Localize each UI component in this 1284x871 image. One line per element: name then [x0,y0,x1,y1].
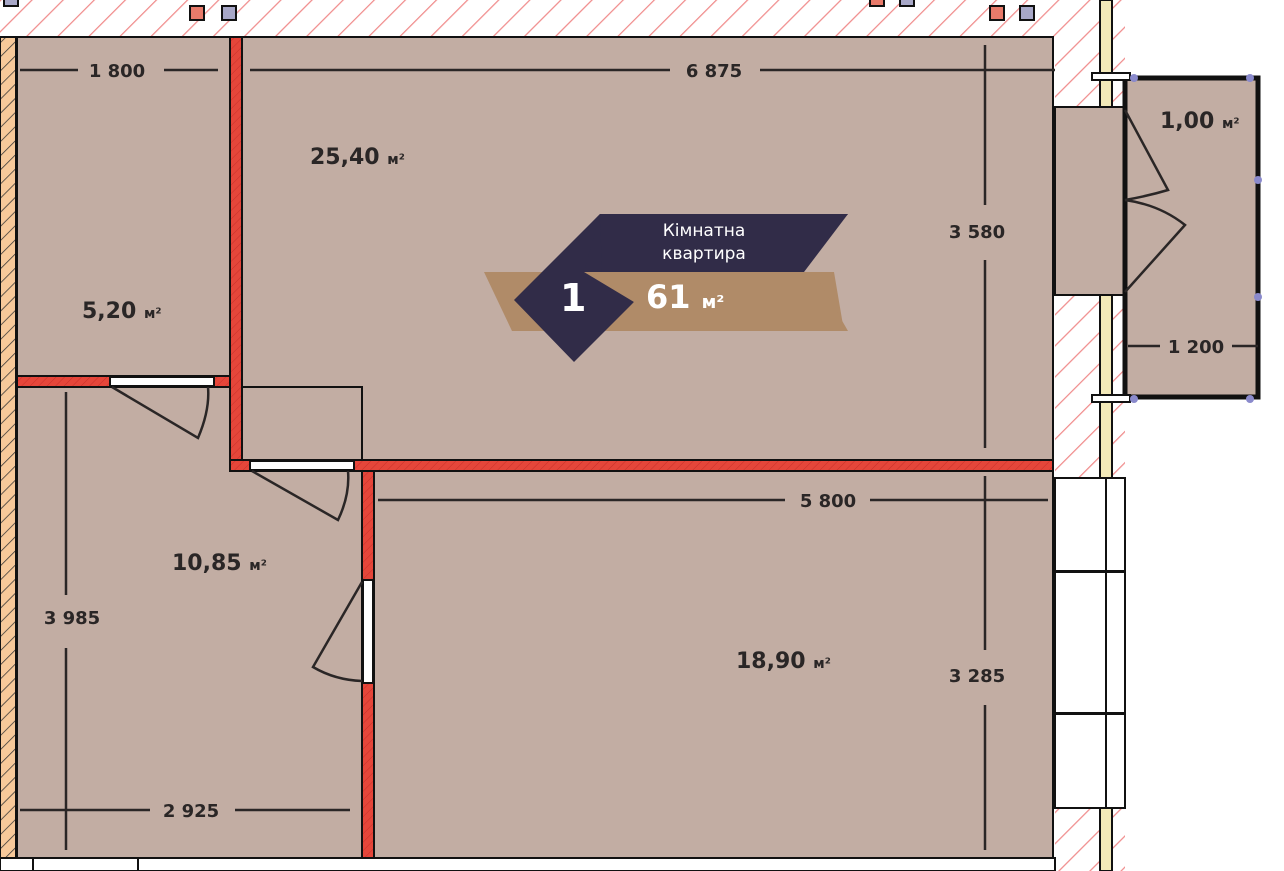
balcony-posts [1130,74,1262,403]
badge-total-area: 61 м² [646,278,725,316]
dim-3285: 3 285 [949,666,1005,687]
doors [109,376,374,684]
dim-1800: 1 800 [89,61,145,82]
dim-3985: 3 985 [44,608,100,629]
windows [1054,72,1131,809]
balcony-niche [1054,106,1126,296]
badge-room-count: 1 [560,276,587,320]
room-bedroom [373,469,1054,859]
area-storage: 5,20 м² [82,299,162,324]
dim-6875: 6 875 [686,61,742,82]
bottom-wall [0,857,1056,871]
badge-shapes [484,214,848,362]
room-storage [16,36,231,379]
area-bedroom: 18,90 м² [736,649,831,674]
dim-2925: 2 925 [163,801,219,822]
area-living: 25,40 м² [310,145,405,170]
room-balcony [1122,75,1261,400]
area-balcony: 1,00 м² [1160,109,1240,134]
vent-icons [3,0,1035,21]
dim-3580: 3 580 [949,222,1005,243]
door-swings [111,109,1187,683]
dimension-lines [20,45,1258,850]
dim-1200: 1 200 [1168,337,1224,358]
left-wall [0,36,17,859]
top-wall [0,0,1055,37]
area-hall: 10,85 м² [172,551,267,576]
dim-5800: 5 800 [800,491,856,512]
